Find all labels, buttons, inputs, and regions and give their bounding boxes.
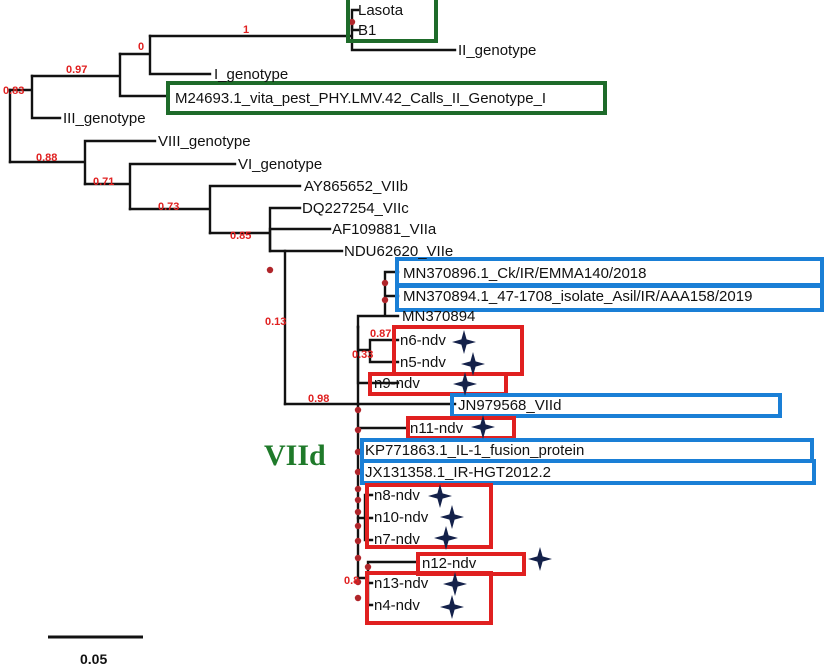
taxon-n9: n9-ndv (374, 375, 420, 392)
taxon-jn979568: JN979568_VIId (458, 397, 561, 414)
bootstrap-097: 0.97 (66, 64, 87, 76)
bootstrap-083: 0.83 (3, 85, 24, 97)
bootstrap-098: 0.98 (308, 393, 329, 405)
taxon-n12: n12-ndv (422, 555, 477, 572)
box-jx131358 (360, 459, 816, 485)
bootstrap-1: 1 (243, 24, 249, 36)
box-mn370894-1 (395, 284, 824, 312)
bootstrap-08: 0.8 (344, 575, 359, 587)
box-n9 (368, 372, 508, 396)
tree-branches (8, 8, 457, 607)
taxon-b1: B1 (358, 22, 376, 39)
bootstrap-085: 0.85 (230, 230, 251, 242)
star-icon (528, 547, 552, 571)
highlight-boxes (166, 0, 824, 625)
box-n13-n4 (365, 571, 493, 625)
star-icon (440, 595, 464, 619)
taxon-iii-genotype: III_genotype (63, 110, 146, 127)
taxon-ay865652: AY865652_VIIb (304, 178, 408, 195)
taxon-mn370896: MN370896.1_Ck/IR/EMMA140/2018 (403, 265, 646, 282)
star-icon (440, 505, 464, 529)
taxon-ndu62620: NDU62620_VIIe (344, 243, 453, 260)
bootstrap-073: 0.73 (158, 201, 179, 213)
taxon-kp771863: KP771863.1_IL-1_fusion_protein (365, 442, 584, 459)
taxon-n5: n5-ndv (400, 354, 446, 371)
bootstrap-033: 0.33 (352, 349, 373, 361)
scale-bar: 0.05 (48, 635, 143, 667)
bootstrap-values: 1 0 0.97 0.83 0.88 0.71 0.73 0.85 0.13 0… (3, 24, 391, 587)
taxon-lasota: Lasota (358, 2, 404, 19)
taxon-n7: n7-ndv (374, 531, 420, 548)
box-n8-n10-n7 (365, 483, 493, 549)
taxon-n8: n8-ndv (374, 487, 420, 504)
taxon-m24693: M24693.1_vita_pest_PHY.LMV.42_Calls_II_G… (175, 90, 546, 107)
taxon-i-genotype: I_genotype (214, 66, 288, 83)
bootstrap-071: 0.71 (93, 176, 114, 188)
taxon-n10: n10-ndv (374, 509, 429, 526)
taxon-n6: n6-ndv (400, 332, 446, 349)
bootstrap-088: 0.88 (36, 152, 57, 164)
bootstrap-0-top: 0 (138, 41, 144, 53)
taxon-ii-genotype: II_genotype (458, 42, 536, 59)
clade-label-viid: VIId (264, 439, 326, 472)
scale-bar-label: 0.05 (80, 651, 107, 667)
bootstrap-087: 0.87 (370, 328, 391, 340)
taxon-labels: Lasota B1 II_genotype I_genotype M24693.… (63, 2, 752, 614)
box-lasota-b1 (346, 0, 438, 43)
taxon-n4: n4-ndv (374, 597, 420, 614)
box-m24693 (166, 81, 607, 115)
taxon-viii-genotype: VIII_genotype (158, 133, 251, 150)
taxon-n13: n13-ndv (374, 575, 429, 592)
taxon-vi-genotype: VI_genotype (238, 156, 322, 173)
node-dots (266, 18, 389, 602)
bootstrap-013: 0.13 (265, 316, 286, 328)
taxon-af109881: AF109881_VIIa (332, 221, 437, 238)
taxon-n11: n11-ndv (410, 420, 464, 437)
taxon-mn370894-1: MN370894.1_47-1708_isolate_Asil/IR/AAA15… (403, 288, 752, 305)
taxon-mn370894: MN370894 (402, 308, 475, 325)
box-jn979568 (450, 393, 782, 418)
taxon-dq227254: DQ227254_VIIc (302, 200, 409, 217)
taxon-jx131358: JX131358.1_IR-HGT2012.2 (365, 464, 551, 481)
star-icon (452, 330, 476, 354)
star-icon (428, 484, 452, 508)
